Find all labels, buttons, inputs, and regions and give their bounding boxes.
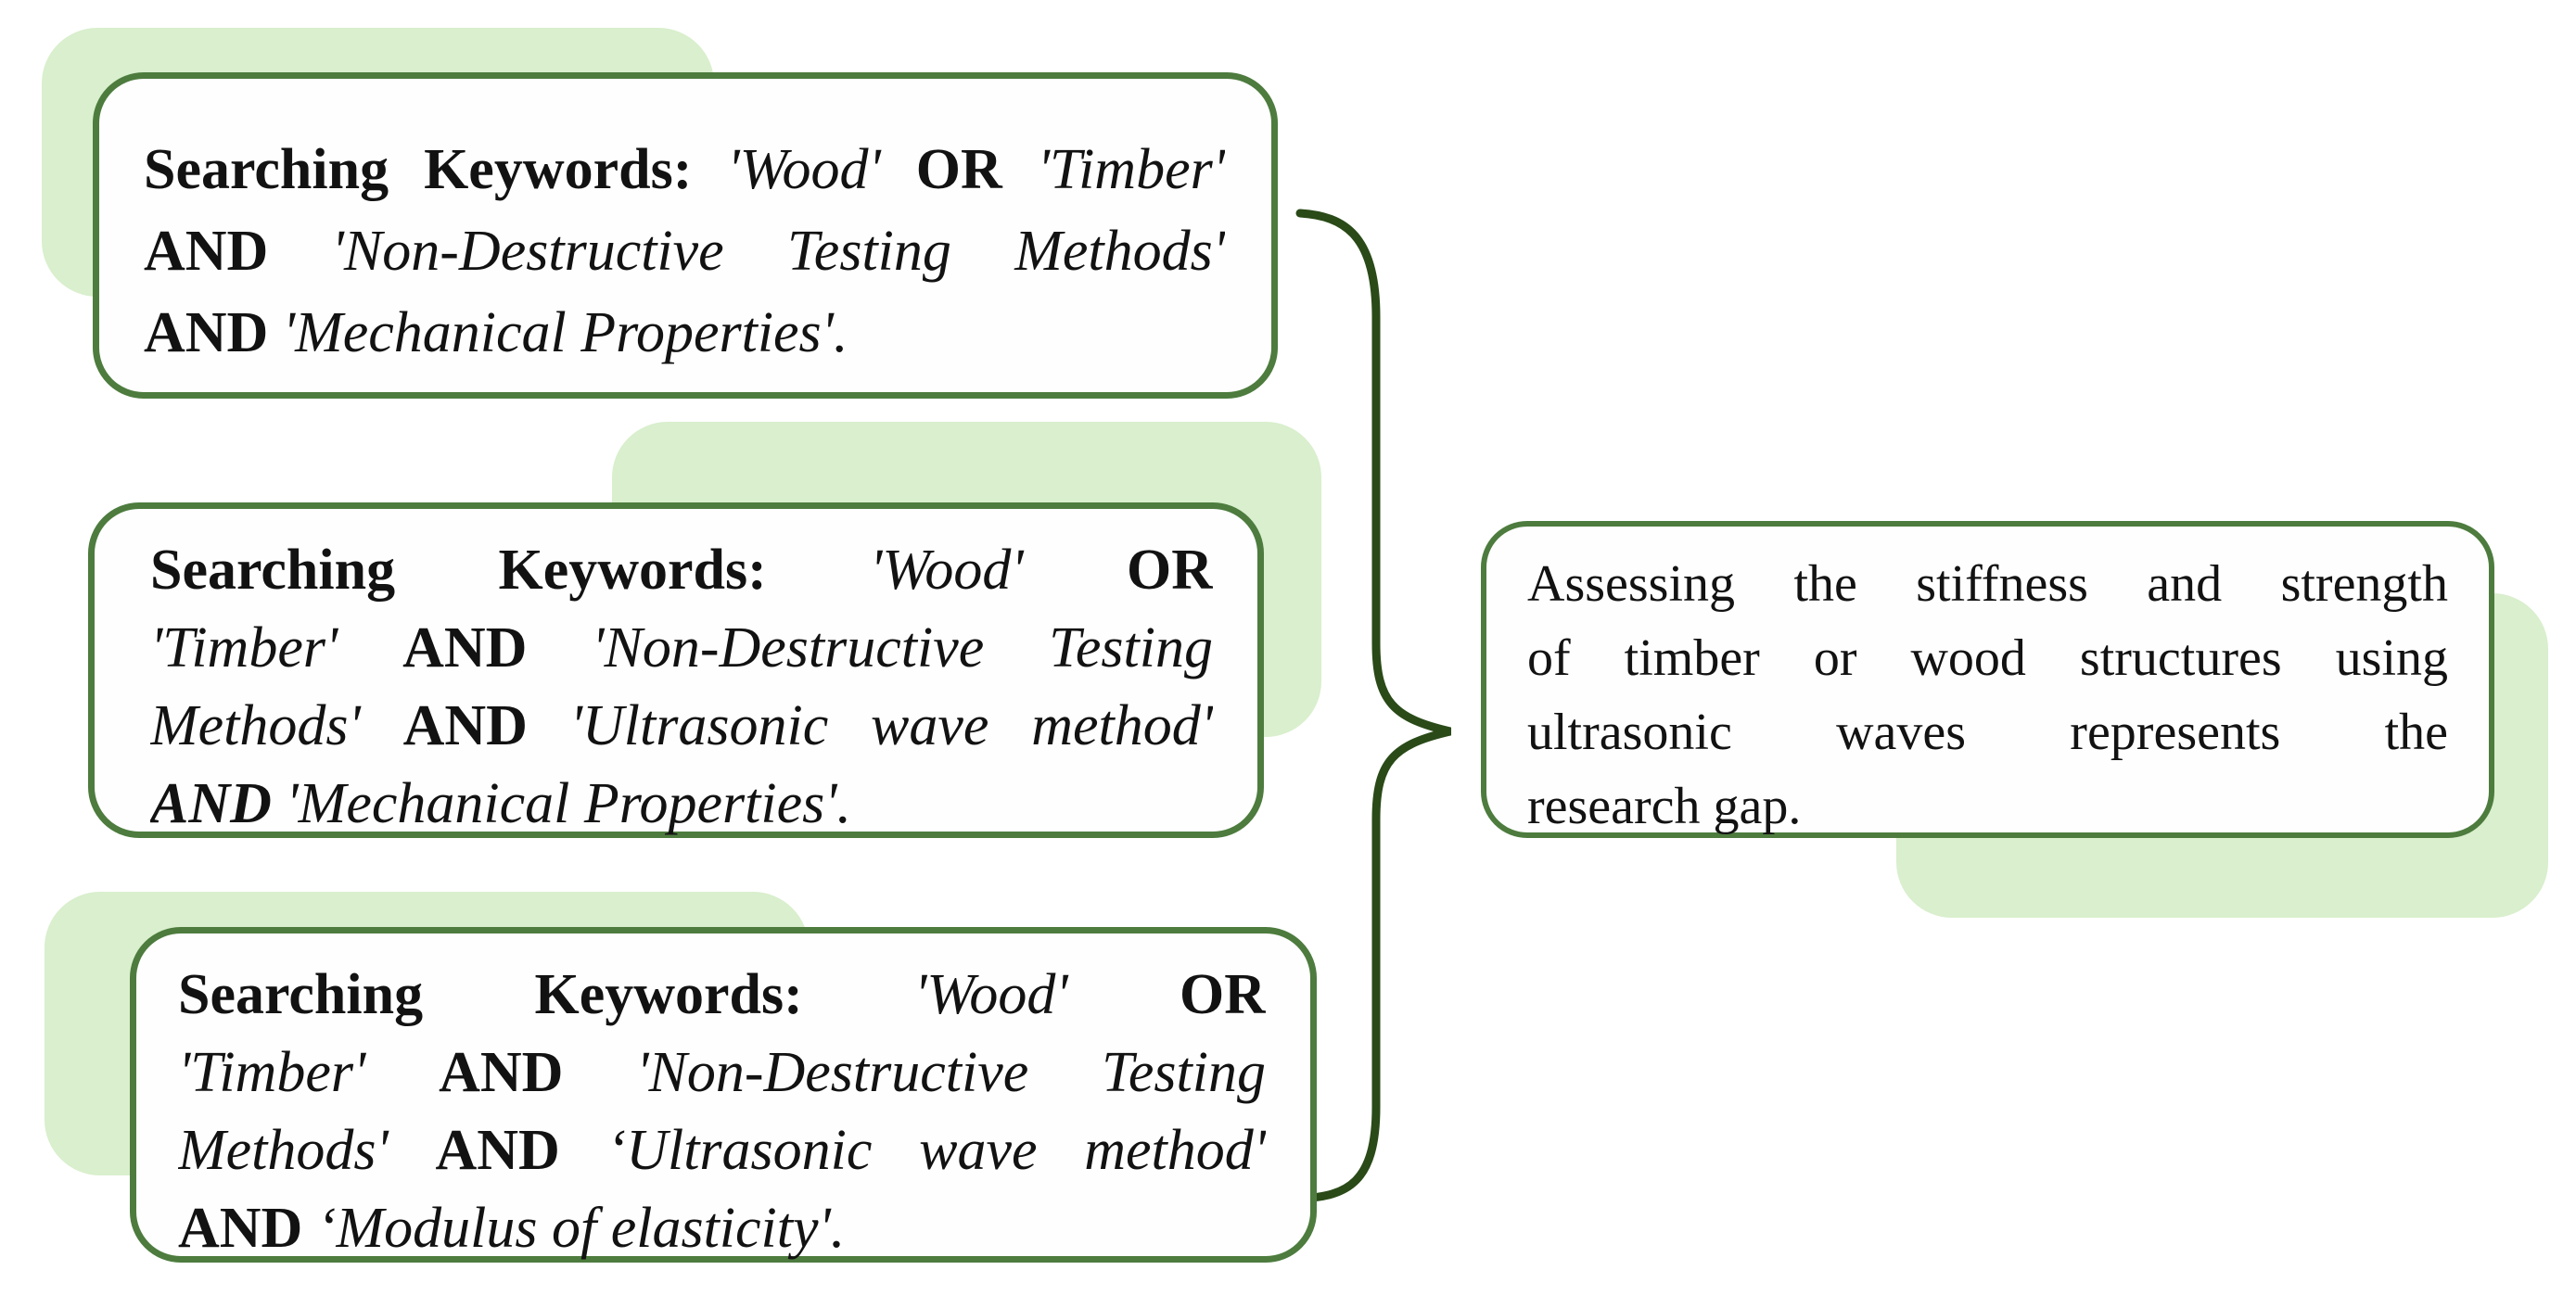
text-segment: AND	[144, 301, 269, 364]
text-line: Searching Keywords: 'Wood' OR	[178, 956, 1266, 1034]
text-segment: AND	[144, 220, 269, 283]
text-segment: 'Mechanical Properties'.	[286, 772, 852, 835]
text-segment: 'Timber'	[150, 616, 338, 679]
text-line: of timber or wood structures using	[1527, 621, 2448, 695]
search-query-box-3: Searching Keywords: 'Wood' OR'Timber' AN…	[130, 927, 1317, 1263]
text-segment: AND	[402, 694, 528, 757]
search-query-box-2: Searching Keywords: 'Wood' OR'Timber' AN…	[88, 502, 1264, 838]
text-line: AND 'Non-Destructive Testing Methods'	[144, 210, 1225, 292]
text-segment: Searching Keywords:	[178, 963, 803, 1026]
text-segment: 'Mechanical Properties'.	[282, 301, 848, 364]
text-segment: AND	[435, 1119, 560, 1182]
text-line: research gap.	[1527, 769, 2448, 844]
text-line: AND ‘Modulus of elasticity'.	[178, 1189, 1266, 1267]
text-segment: 'Timber'	[1037, 138, 1225, 201]
text-line: 'Timber' AND 'Non-Destructive Testing	[150, 609, 1213, 687]
text-line: 'Timber' AND 'Non-Destructive Testing	[178, 1034, 1266, 1111]
text-segment: 'Wood'	[727, 138, 881, 201]
curly-brace-path	[1295, 209, 1452, 1203]
text-segment: Searching Keywords:	[150, 539, 767, 602]
text-segment: of timber or wood structures using	[1527, 629, 2448, 687]
text-segment: Searching Keywords:	[144, 138, 693, 201]
text-segment: AND	[439, 1041, 564, 1104]
text-segment: AND	[178, 1197, 303, 1260]
text-segment: Assessing the stiffness and strength	[1527, 555, 2448, 613]
text-segment: Methods'	[150, 694, 361, 757]
text-line: ultrasonic waves represents the	[1527, 695, 2448, 769]
text-segment: 'Non-Destructive Testing	[636, 1041, 1266, 1104]
text-segment: research gap.	[1527, 778, 1802, 835]
text-line: Methods' AND ‘Ultrasonic wave method'	[178, 1111, 1266, 1189]
text-segment: OR	[1127, 539, 1213, 602]
text-line: Searching Keywords: 'Wood' OR 'Timber'	[144, 129, 1225, 210]
text-line: Searching Keywords: 'Wood' OR	[150, 531, 1213, 609]
text-line: Assessing the stiffness and strength	[1527, 547, 2448, 621]
text-segment: Methods'	[178, 1119, 389, 1182]
search-query-box-1: Searching Keywords: 'Wood' OR 'Timber'AN…	[93, 72, 1278, 399]
text-segment: 'Non-Destructive Testing Methods'	[331, 220, 1225, 283]
text-segment: 'Timber'	[178, 1041, 366, 1104]
text-segment: OR	[915, 138, 1002, 201]
text-segment: 'Non-Destructive Testing	[592, 616, 1213, 679]
text-segment: ‘Modulus of elasticity'.	[316, 1197, 846, 1260]
text-segment: 'Wood'	[870, 539, 1024, 602]
text-line: AND 'Mechanical Properties'.	[150, 765, 1213, 843]
text-segment: 'Ultrasonic wave method'	[569, 694, 1213, 757]
text-line: Methods' AND 'Ultrasonic wave method'	[150, 687, 1213, 765]
text-segment: 'Wood'	[914, 963, 1068, 1026]
text-segment: ‘Ultrasonic wave method'	[606, 1119, 1266, 1182]
text-segment: ultrasonic waves represents the	[1527, 704, 2448, 761]
research-gap-box: Assessing the stiffness and strength of t…	[1481, 521, 2494, 838]
text-segment: AND	[150, 772, 272, 835]
text-segment: OR	[1180, 963, 1266, 1026]
text-segment: AND	[402, 616, 528, 679]
text-line: AND 'Mechanical Properties'.	[144, 292, 1225, 374]
